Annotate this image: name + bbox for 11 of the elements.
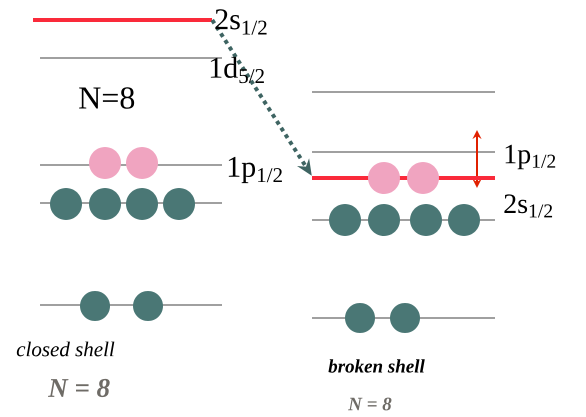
caption-text: closed shell bbox=[16, 342, 114, 356]
caption-text: broken shell bbox=[328, 359, 425, 373]
level-label: 1p$_{1/2}$ bbox=[228, 156, 282, 184]
level-label: 2s$_{1/2}$ bbox=[216, 9, 267, 35]
level-label: 1d$_{5/2}$ bbox=[210, 56, 264, 84]
shell-number: N = 8 bbox=[48, 378, 110, 398]
shell-number: N=8 bbox=[79, 87, 134, 109]
level-label: 1p$_{1/2}$ bbox=[506, 144, 556, 170]
shell-number: N = 8 bbox=[348, 398, 392, 410]
energy-level-bar bbox=[33, 18, 212, 22]
level-label: 2s$_{1/2}$ bbox=[504, 194, 552, 218]
